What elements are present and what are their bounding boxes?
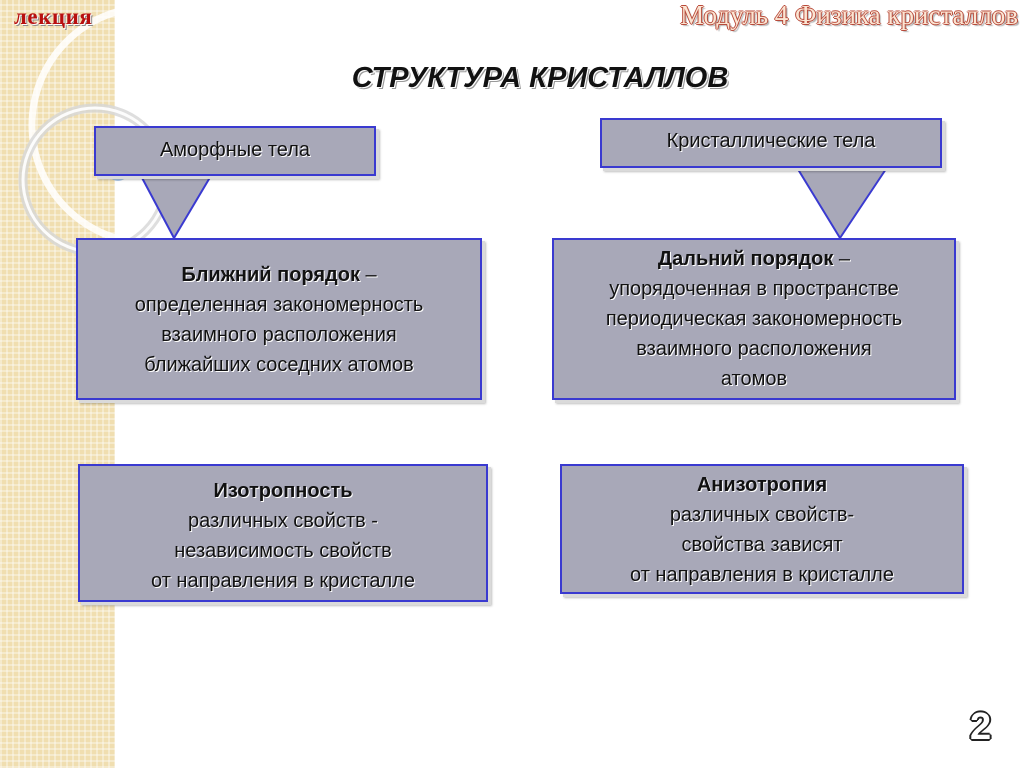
long-range-order-box: Дальний порядок – упорядоченная в простр… xyxy=(552,238,956,400)
short-range-order-line: ближайших соседних атомов xyxy=(144,354,414,376)
anisotropy-term: Анизотропия xyxy=(696,474,828,496)
isotropy-term: Изотропность xyxy=(213,480,353,502)
category-amorphous: Аморфные тела xyxy=(94,126,376,176)
category-crystalline: Кристаллические тела xyxy=(600,118,942,168)
short-range-order-box: Ближний порядок – определенная закономер… xyxy=(76,238,482,400)
right-callout-pointer xyxy=(795,165,889,239)
short-range-order-line: взаимного расположения xyxy=(161,324,397,346)
anisotropy-box: Анизотропия различных свойств- свойства … xyxy=(560,464,964,594)
anisotropy-line: от направления в кристалле xyxy=(630,564,894,586)
isotropy-line: независимость свойств xyxy=(174,540,392,562)
short-range-order-term: Ближний порядок xyxy=(181,264,360,286)
isotropy-line: различных свойств - xyxy=(188,510,378,532)
category-crystalline-label: Кристаллические тела xyxy=(666,130,876,152)
long-range-order-line: взаимного расположения xyxy=(636,338,872,360)
anisotropy-line: свойства зависят xyxy=(681,534,843,556)
isotropy-line: от направления в кристалле xyxy=(151,570,415,592)
lecture-label: лекция xyxy=(14,4,93,29)
short-range-order-line: определенная закономерность xyxy=(134,294,424,316)
isotropy-box: Изотропность различных свойств - независ… xyxy=(78,464,488,602)
short-range-order-dash: – xyxy=(359,264,377,286)
long-range-order-line: атомов xyxy=(720,368,788,390)
long-range-order-line: упорядоченная в пространстве xyxy=(609,278,899,300)
long-range-order-dash: – xyxy=(833,248,851,270)
module-title: Модуль 4 Физика кристаллов xyxy=(680,0,1018,30)
slide-number: 2 xyxy=(970,706,992,748)
page-title: СТРУКТУРА КРИСТАЛЛОВ xyxy=(351,62,729,94)
long-range-order-line: периодическая закономерность xyxy=(605,308,903,330)
category-amorphous-label: Аморфные тела xyxy=(159,139,311,161)
anisotropy-line: различных свойств- xyxy=(669,504,855,526)
left-callout-pointer xyxy=(139,173,213,239)
long-range-order-term: Дальний порядок xyxy=(657,248,834,270)
